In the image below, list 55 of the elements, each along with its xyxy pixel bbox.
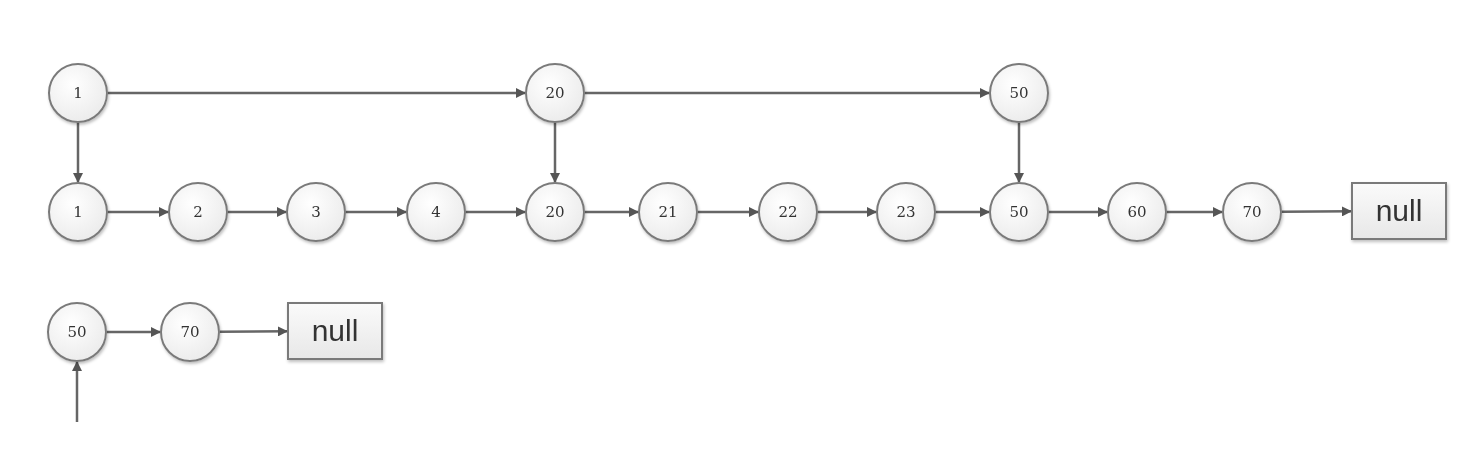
node-label: null bbox=[1375, 194, 1423, 228]
arrow bbox=[550, 123, 560, 183]
node-label: 20 bbox=[545, 203, 565, 221]
node-label: 70 bbox=[180, 323, 200, 341]
arrow bbox=[228, 207, 287, 217]
list-node-circle bbox=[525, 182, 585, 242]
node-label: 22 bbox=[778, 203, 798, 221]
list-node-circle bbox=[160, 302, 220, 362]
node-label: 70 bbox=[1242, 203, 1262, 221]
null-box bbox=[1351, 182, 1447, 240]
list-node-circle bbox=[48, 182, 108, 242]
node-label: 50 bbox=[1009, 203, 1029, 221]
node-label: null bbox=[311, 314, 359, 348]
arrow bbox=[818, 207, 877, 217]
arrow bbox=[936, 207, 990, 217]
node-label: 2 bbox=[193, 203, 203, 221]
node-label: 50 bbox=[67, 323, 87, 341]
list-node-circle bbox=[406, 182, 466, 242]
arrow bbox=[1049, 207, 1108, 217]
arrow bbox=[220, 326, 288, 337]
list-node-circle bbox=[47, 302, 107, 362]
arrow bbox=[585, 207, 639, 217]
list-node-circle bbox=[1107, 182, 1167, 242]
list-node-circle bbox=[168, 182, 228, 242]
node-label: 23 bbox=[896, 203, 916, 221]
list-node-circle bbox=[286, 182, 346, 242]
node-label: 60 bbox=[1127, 203, 1147, 221]
list-node-circle bbox=[876, 182, 936, 242]
arrow bbox=[585, 88, 990, 98]
node-label: 1 bbox=[73, 203, 83, 221]
arrow bbox=[1282, 206, 1352, 217]
node-label: 3 bbox=[311, 203, 321, 221]
arrow bbox=[1167, 207, 1223, 217]
list-node-circle bbox=[525, 63, 585, 123]
list-node-circle bbox=[989, 182, 1049, 242]
arrow bbox=[466, 207, 526, 217]
arrow bbox=[698, 207, 759, 217]
node-label: 50 bbox=[1009, 84, 1029, 102]
node-label: 1 bbox=[73, 84, 83, 102]
list-node-circle bbox=[1222, 182, 1282, 242]
arrow bbox=[108, 88, 526, 98]
arrow bbox=[1014, 123, 1024, 183]
list-node-circle bbox=[758, 182, 818, 242]
arrow bbox=[346, 207, 407, 217]
arrow bbox=[108, 207, 169, 217]
node-label: 21 bbox=[658, 203, 678, 221]
node-label: 20 bbox=[545, 84, 565, 102]
list-node-circle bbox=[989, 63, 1049, 123]
node-label: 4 bbox=[431, 203, 441, 221]
arrow bbox=[73, 123, 83, 183]
arrow bbox=[107, 327, 161, 337]
arrow bbox=[72, 361, 82, 422]
list-node-circle bbox=[638, 182, 698, 242]
list-node-circle bbox=[48, 63, 108, 123]
null-box bbox=[287, 302, 383, 360]
